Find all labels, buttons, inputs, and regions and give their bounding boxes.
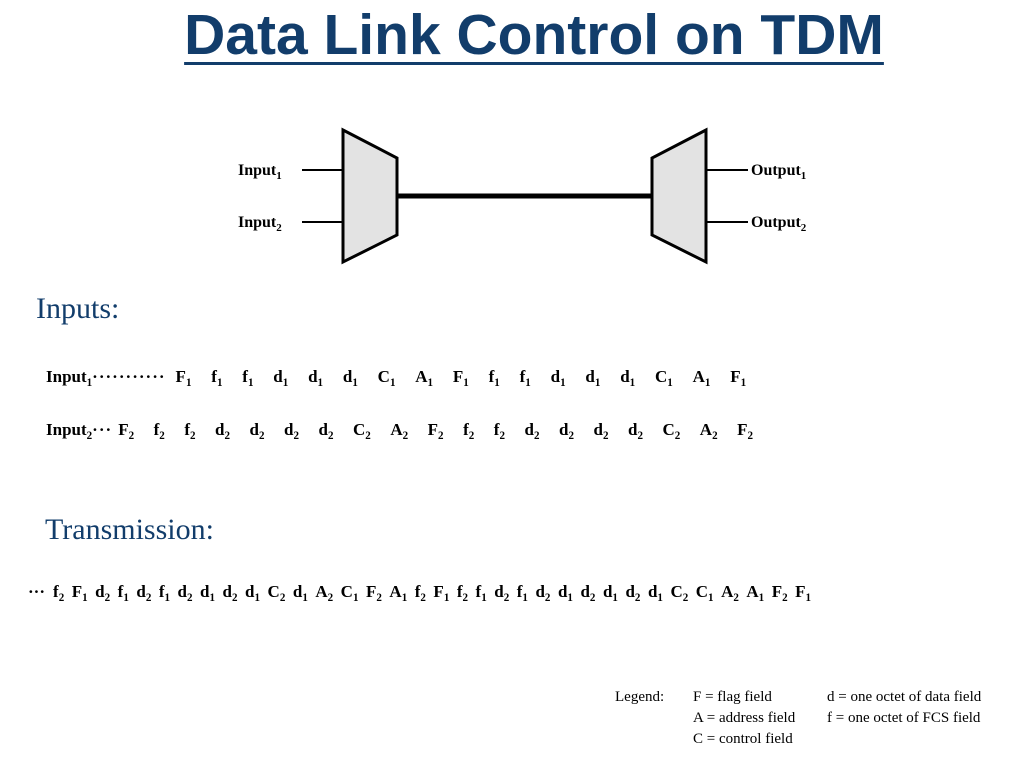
sequence-token: A2	[390, 420, 409, 442]
legend-item-flag: F = flag field	[693, 689, 772, 705]
inputs-heading: Inputs:	[36, 292, 120, 325]
sequence-token: A2	[315, 582, 334, 604]
sequence-token: d2	[249, 420, 265, 442]
sequence-token: f1	[242, 367, 254, 389]
sequence-token: d1	[585, 367, 601, 389]
sequence-token: d1	[602, 582, 618, 604]
sequence-token: f2	[153, 420, 165, 442]
sequence-token: A1	[692, 367, 711, 389]
diagram-input-1-label: Input1	[238, 162, 282, 182]
input-2-sequence: Input2 ··· F2 f2 f2 d2 d2 d2 d2 C2 A2 F2 f2 f2 d2 d2 d…	[46, 420, 773, 442]
sequence-token: d1	[308, 367, 324, 389]
sequence-token: d1	[200, 582, 216, 604]
sequence-token: d2	[177, 582, 193, 604]
multiplexer-shape	[341, 127, 399, 265]
sequence-token: F2	[427, 420, 444, 442]
sequence-token: d1	[550, 367, 566, 389]
sequence-token: A1	[746, 582, 765, 604]
sequence-token: d1	[557, 582, 573, 604]
sequence-token: d1	[647, 582, 663, 604]
sequence-token: C2	[267, 582, 286, 604]
sequence-token: A2	[721, 582, 739, 604]
sequence-token: f2	[184, 420, 196, 442]
sequence-token: A1	[389, 582, 408, 604]
diagram-input-2-label: Input2	[238, 214, 282, 234]
legend-column-2: d = one octet of data field f = one octe…	[827, 687, 981, 729]
sequence-token: d2	[318, 420, 334, 442]
sequence-token: f1	[158, 582, 171, 604]
sequence-token: d1	[245, 582, 261, 604]
sequence-token: d2	[95, 582, 111, 604]
sequence-token: F2	[737, 420, 754, 442]
diagram-output-2-label: Output2	[751, 214, 807, 234]
sequence-token: d1	[273, 367, 289, 389]
sequence-token: C2	[353, 420, 371, 442]
sequence-token: d2	[627, 420, 643, 442]
sequence-token: F1	[71, 582, 88, 604]
sequence-token: d1	[620, 367, 636, 389]
input-1-label: Input1	[46, 367, 93, 389]
sequence-token: F1	[452, 367, 469, 389]
diagram-output-1-label: Output1	[751, 162, 806, 182]
sequence-token: d2	[136, 582, 152, 604]
sequence-token: d2	[558, 420, 574, 442]
transmission-dots: ···	[28, 582, 46, 601]
sequence-token: d2	[284, 420, 300, 442]
sequence-token: d2	[524, 420, 540, 442]
sequence-token: C2	[670, 582, 689, 604]
sequence-token: f1	[519, 367, 531, 389]
input-1-sequence: Input1 ··········· F1 f1 f1 d1 d1 d1 C1 A1 F1 f1 f…	[46, 367, 766, 389]
sequence-token: f1	[488, 367, 500, 389]
sequence-token: d2	[625, 582, 641, 604]
sequence-token: f2	[414, 582, 426, 604]
sequence-token: d1	[292, 582, 308, 604]
sequence-token: F2	[771, 582, 788, 604]
sequence-token: f1	[211, 367, 223, 389]
sequence-token: f1	[117, 582, 129, 604]
sequence-token: f2	[493, 420, 505, 442]
sequence-token: F1	[730, 367, 747, 389]
sequence-token: A2	[699, 420, 718, 442]
sequence-token: F1	[433, 582, 450, 604]
sequence-token: C1	[340, 582, 359, 604]
sequence-token: d2	[215, 420, 231, 442]
sequence-token: d2	[580, 582, 596, 604]
legend-item-data: d = one octet of data field	[827, 689, 982, 705]
sequence-token: F2	[365, 582, 382, 604]
legend-item-fcs: f = one octet of FCS field	[827, 710, 981, 726]
transmission-heading: Transmission:	[45, 513, 214, 546]
legend-item-control: C = control field	[693, 731, 793, 747]
sequence-token: C2	[662, 420, 681, 442]
sequence-token: A1	[415, 367, 434, 389]
sequence-token: C1	[695, 582, 714, 604]
transmission-tokens: f2 F1 d2 f1 d2 f1 d2 d1 d2 d1 C2 d1 A2 C1 F2 A1 f2 F1 f2 f1…	[53, 582, 819, 604]
input-2-dots: ···	[92, 420, 113, 439]
input-1-dots: ···········	[92, 367, 166, 386]
sequence-token: f2	[463, 420, 475, 442]
sequence-token: d1	[342, 367, 358, 389]
sequence-token: F1	[175, 367, 192, 389]
page-title: Data Link Control on TDM	[184, 3, 884, 67]
sequence-token: F2	[118, 420, 135, 442]
sequence-token: f2	[456, 582, 469, 604]
tdm-diagram: Input1 Input2 Output1 Output2	[238, 127, 807, 265]
sequence-token: d2	[535, 582, 551, 604]
legend-column-1: F = flag field A = address field C = con…	[693, 687, 795, 750]
sequence-token: d2	[494, 582, 510, 604]
sequence-token: f1	[475, 582, 487, 604]
input-2-tokens: F2 f2 f2 d2 d2 d2 d2 C2 A2 F2 f2 f2 d2 d2 d2 d2 C2 A2 F2	[118, 420, 772, 442]
legend-label: Legend:	[615, 689, 665, 705]
transmission-sequence: ··· f2 F1 d2 f1 d2 f1 d2 d1 d2 d1 C2 d1 A2 C1 F2 A1 f2 F1…	[28, 582, 819, 604]
sequence-token: f2	[53, 582, 65, 604]
sequence-token: d2	[593, 420, 609, 442]
sequence-token: C1	[654, 367, 673, 389]
input-1-tokens: F1 f1 f1 d1 d1 d1 C1 A1 F1 f1 f1 d1 d1 d1 C1 A1 F1	[175, 367, 766, 389]
input-2-label: Input2	[46, 420, 93, 442]
sequence-token: f1	[516, 582, 528, 604]
legend-item-address: A = address field	[693, 710, 796, 726]
sequence-token: d2	[222, 582, 238, 604]
demultiplexer-shape	[650, 127, 708, 265]
sequence-token: F1	[795, 582, 812, 604]
sequence-token: C1	[377, 367, 396, 389]
